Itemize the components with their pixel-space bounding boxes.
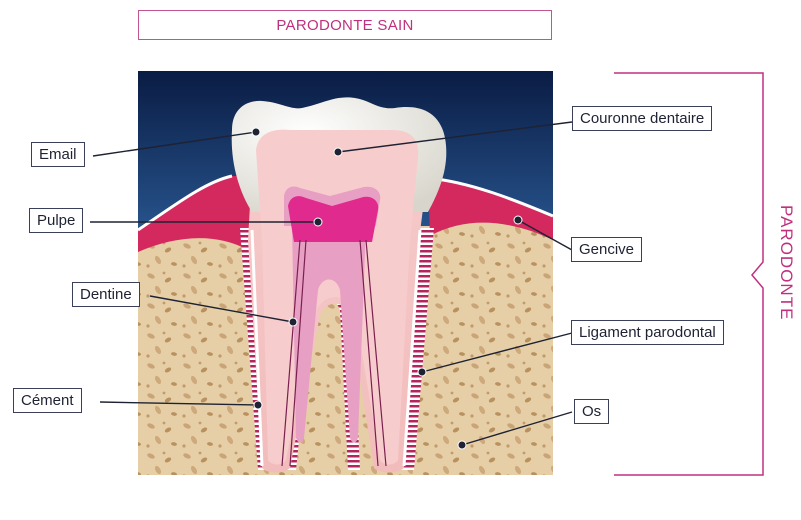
label-gencive: Gencive <box>571 237 642 262</box>
label-dentine: Dentine <box>72 282 140 307</box>
label-ligament-parodontal: Ligament parodontal <box>571 320 724 345</box>
label-cement: Cément <box>13 388 82 413</box>
label-pulpe: Pulpe <box>29 208 83 233</box>
label-email: Email <box>31 142 85 167</box>
label-couronne-dentaire: Couronne dentaire <box>572 106 712 131</box>
parodonte-bracket <box>614 73 763 475</box>
parodonte-side-label: PARODONTE <box>776 205 796 320</box>
label-os: Os <box>574 399 609 424</box>
